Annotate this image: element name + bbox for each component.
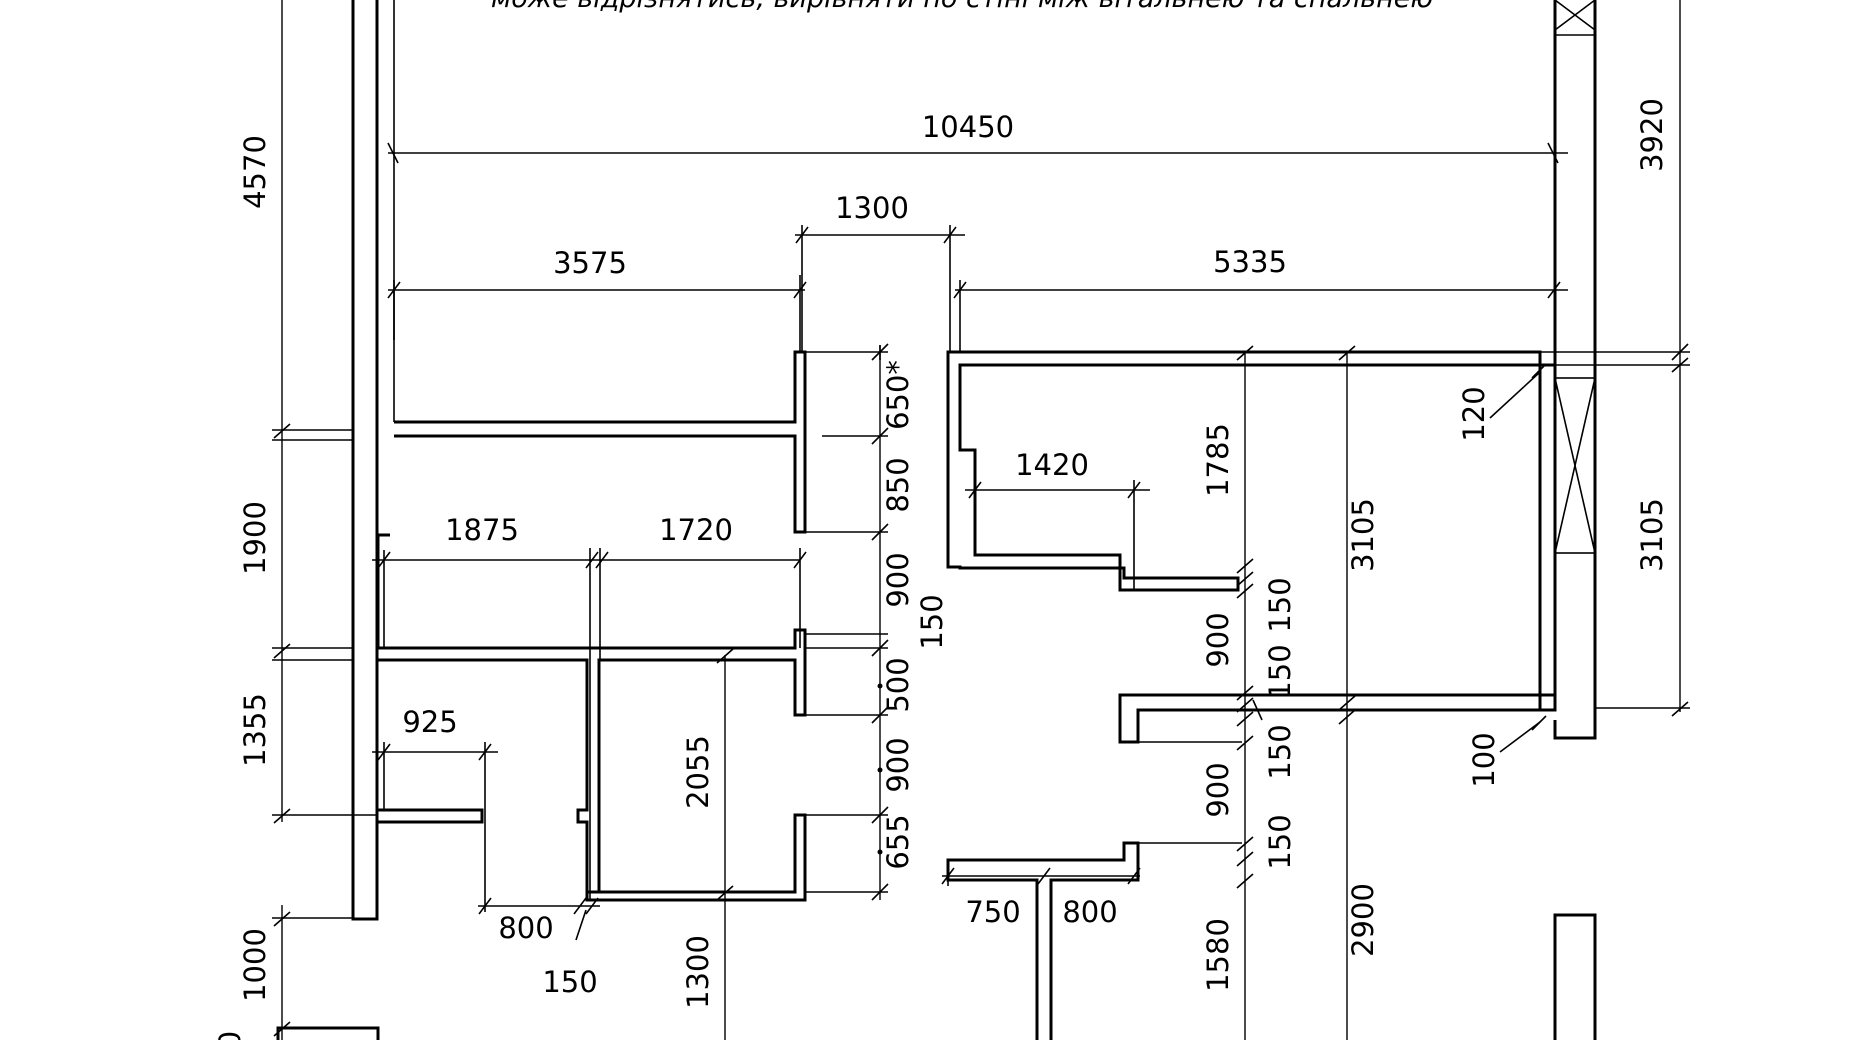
dim-3575: 3575	[553, 246, 627, 280]
right-outer-wall-2	[1553, 0, 1597, 740]
dim-1875: 1875	[445, 513, 519, 547]
dim-1355: 1355	[238, 693, 272, 767]
dim-900-a: 900	[881, 552, 915, 607]
dim-800-a: 800	[498, 911, 553, 945]
dimension-lines	[272, 0, 1690, 1040]
window-right	[1554, 377, 1596, 554]
closet-wall	[378, 808, 484, 824]
dim-150-c: 150	[1263, 644, 1297, 699]
dim-900-c: 900	[1201, 612, 1235, 667]
dim-overall-width: 10450	[922, 110, 1014, 144]
dim-500: 500	[881, 657, 915, 712]
dim-750: 750	[965, 895, 1020, 929]
dim-150-a: 150	[915, 594, 949, 649]
lower-corridor-wall	[946, 841, 1140, 1040]
dim-1720: 1720	[659, 513, 733, 547]
dim-3920: 3920	[1635, 98, 1669, 172]
right-outer-wall	[1538, 0, 1557, 712]
dim-4570: 4570	[238, 135, 272, 209]
dim-3105-right: 3105	[1635, 498, 1669, 572]
dimension-labels: може відрізнятись, вирівняти по стіні мі…	[213, 0, 1669, 1040]
dim-150-e: 150	[1263, 814, 1297, 869]
dim-655: 655	[881, 814, 915, 869]
dim-1580: 1580	[1201, 918, 1235, 992]
dim-1300-bottom: 1300	[681, 935, 715, 1009]
dim-1785: 1785	[1201, 423, 1235, 497]
dim-bottom-left-edge: 0	[213, 1031, 247, 1040]
dim-120: 120	[1457, 386, 1491, 441]
dim-800-b: 800	[1062, 895, 1117, 929]
dim-150-b: 150	[1263, 577, 1297, 632]
right-block-top-wall	[946, 350, 1542, 592]
dim-150-d: 150	[1263, 724, 1297, 779]
dim-900-d: 900	[1201, 762, 1235, 817]
dim-1900: 1900	[238, 501, 272, 575]
dim-650: 650*	[881, 360, 915, 430]
dim-150-bottom: 150	[542, 965, 597, 999]
upper-partition-wall	[394, 350, 807, 534]
middle-partition-wall	[376, 535, 807, 894]
dim-925: 925	[402, 705, 457, 739]
window-top-right	[1554, 0, 1596, 31]
dim-2055: 2055	[681, 735, 715, 809]
dim-3105-mid: 3105	[1346, 498, 1380, 572]
dim-1420: 1420	[1015, 448, 1089, 482]
dim-2900: 2900	[1346, 883, 1380, 957]
lower-left-wall	[276, 1026, 380, 1040]
dim-850: 850	[881, 457, 915, 512]
left-outer-wall	[351, 0, 379, 921]
dim-100: 100	[1467, 732, 1501, 787]
bathroom-bottom-wall	[585, 813, 807, 902]
dim-1000: 1000	[238, 928, 272, 1002]
right-middle-wall	[1118, 693, 1557, 744]
dim-5335: 5335	[1213, 245, 1287, 279]
dim-900-b: 900	[881, 737, 915, 792]
dim-1300-top: 1300	[835, 191, 909, 225]
lower-right-stub	[1553, 913, 1597, 1040]
note-text: може відрізнятись, вирівняти по стіні мі…	[491, 0, 1433, 14]
